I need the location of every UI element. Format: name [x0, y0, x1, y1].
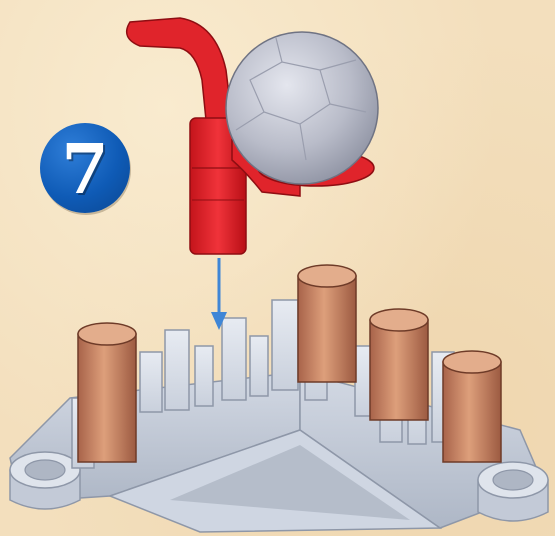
step-number: 7 — [61, 136, 108, 204]
base-right-tab — [478, 462, 548, 521]
step-number-badge: 7 — [40, 123, 130, 213]
copper-post-4 — [443, 351, 501, 462]
base-left-tab — [10, 452, 80, 509]
copper-post-2 — [298, 265, 356, 382]
grey-ball — [226, 32, 378, 186]
copper-post-3 — [370, 309, 428, 420]
copper-post-1 — [78, 323, 136, 462]
